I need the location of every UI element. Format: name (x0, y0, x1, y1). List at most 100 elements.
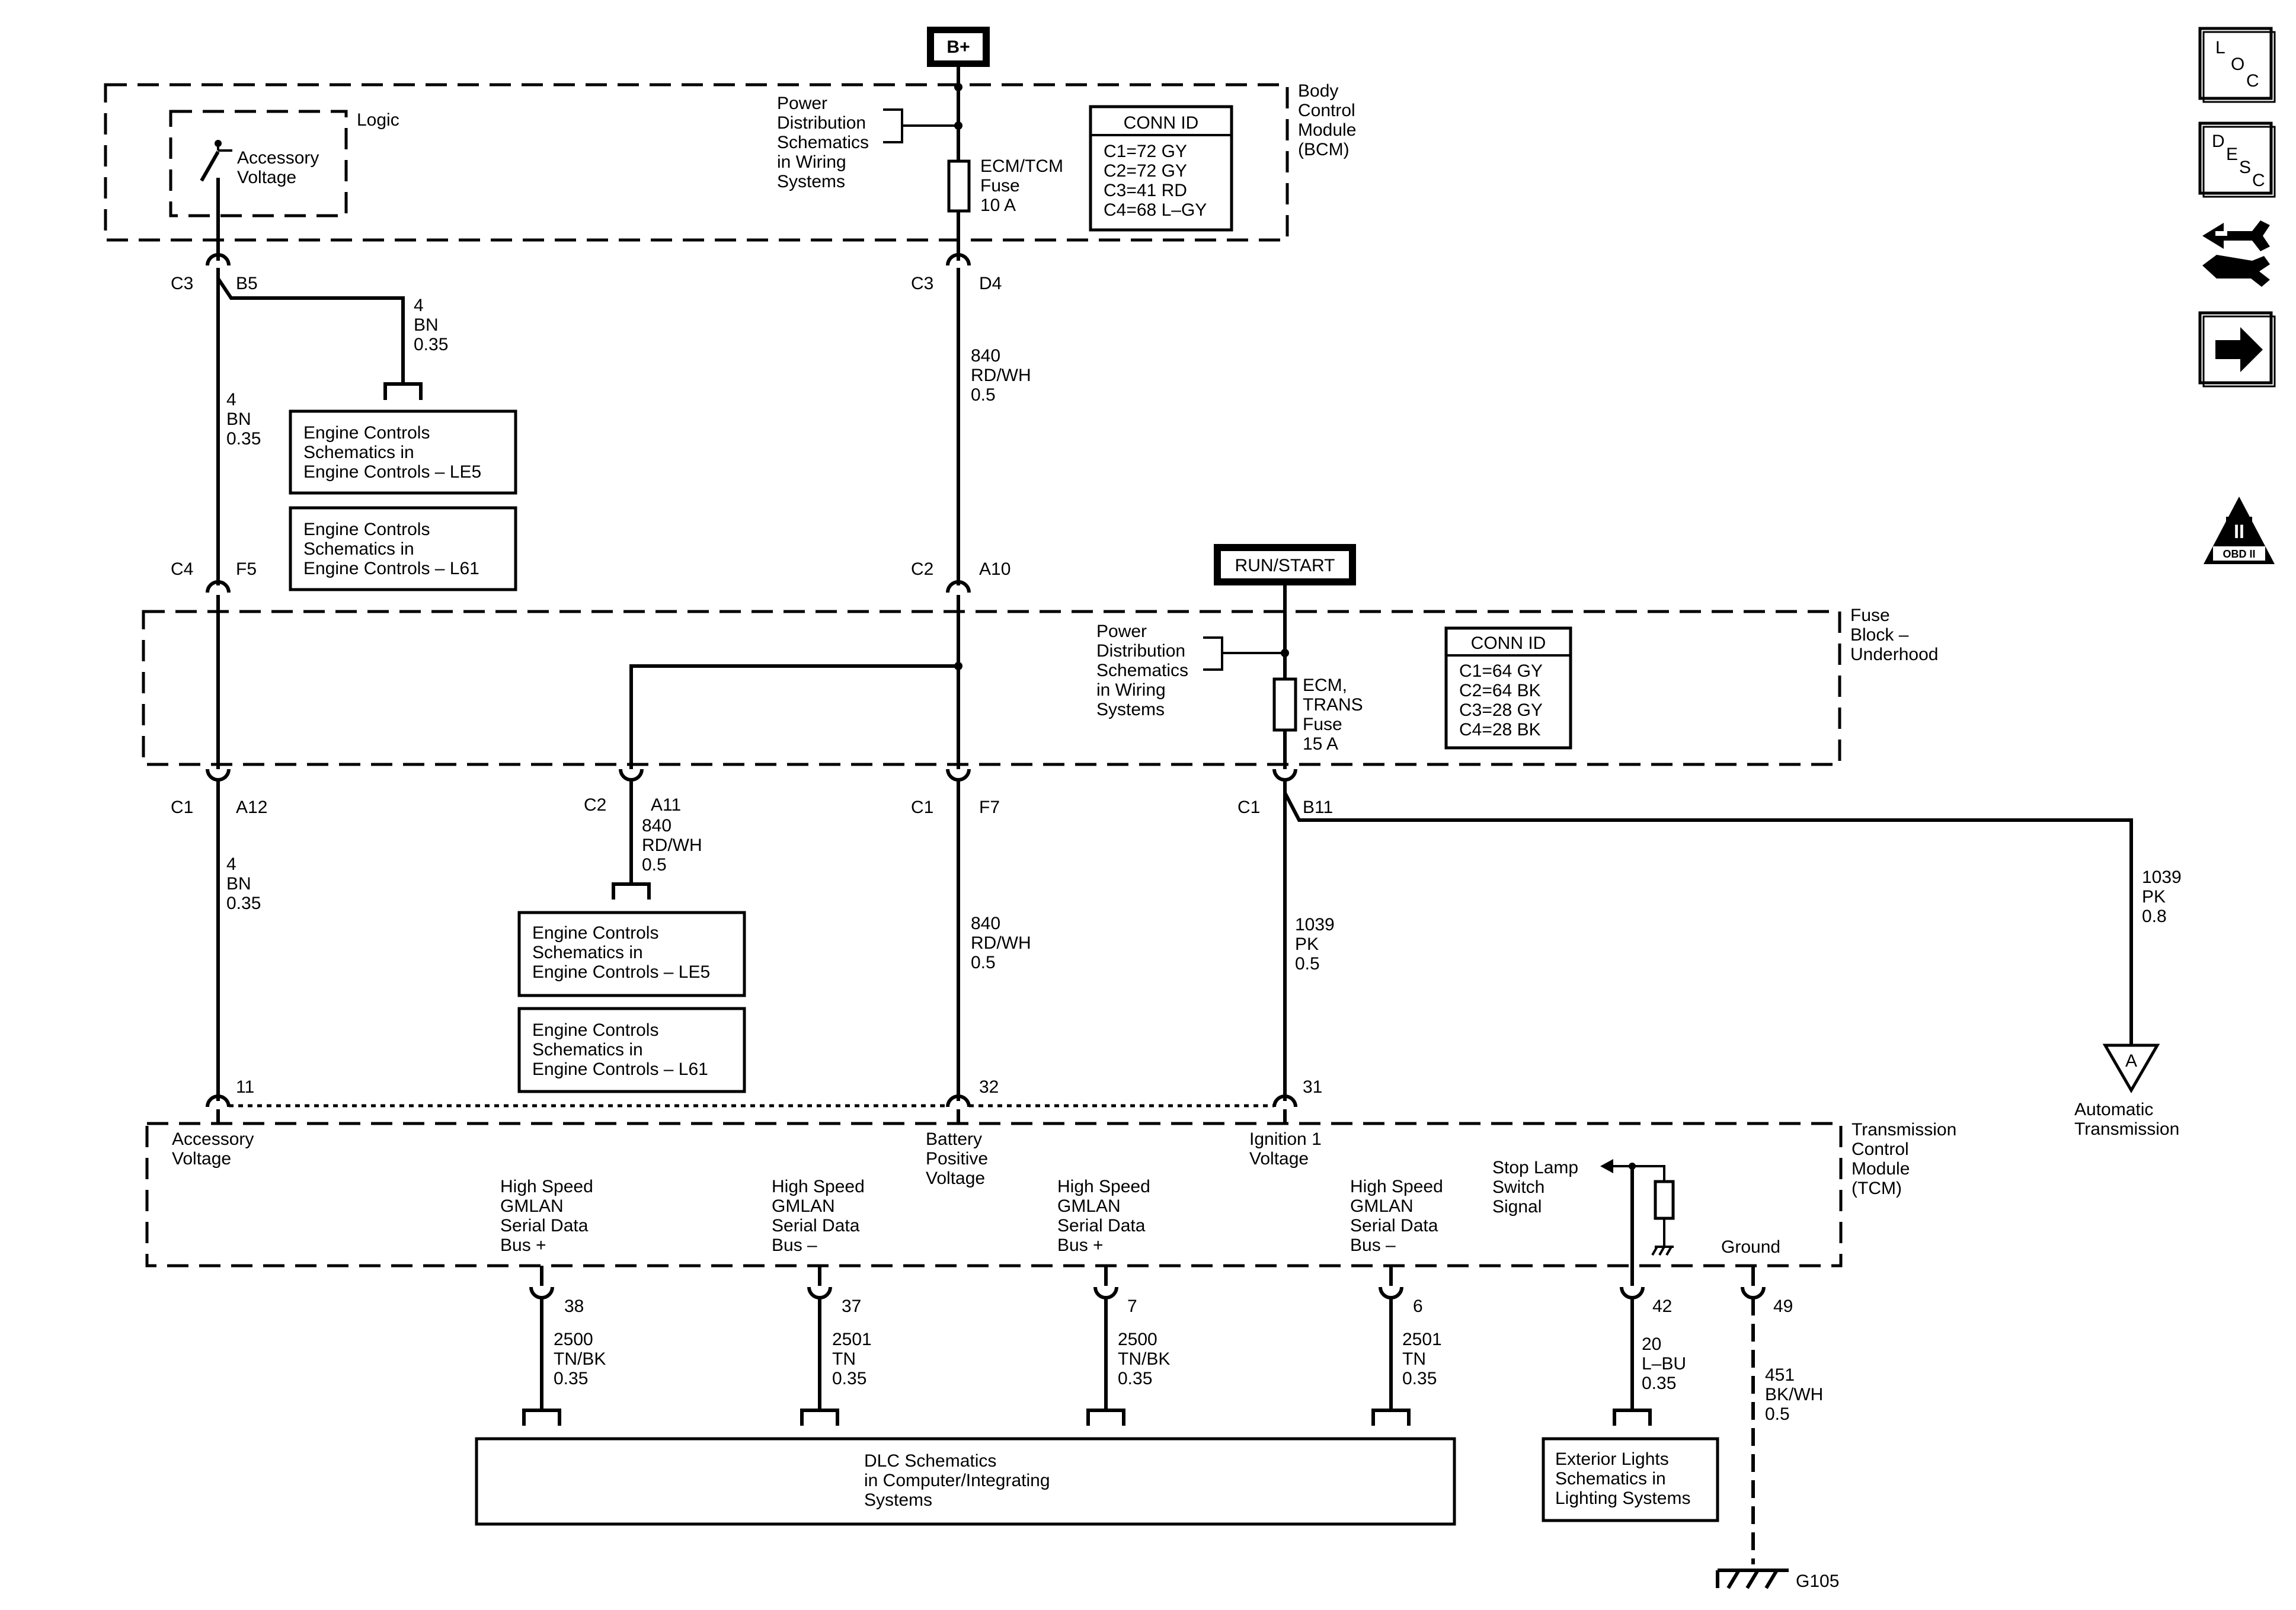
bcm-power-distribution-ref: Power Distribution Schematics in Wiring … (777, 94, 958, 191)
bcm-title-line: Module (1298, 120, 1356, 140)
svg-text:F7: F7 (979, 798, 1000, 817)
svg-text:CONN ID: CONN ID (1124, 113, 1199, 133)
svg-text:in Computer/Integrating: in Computer/Integrating (864, 1471, 1050, 1490)
wire-label: TN (1402, 1349, 1426, 1369)
connector-a-letter: A (2125, 1051, 2137, 1071)
svg-text:Schematics in: Schematics in (303, 539, 414, 559)
tcm-pin-32: 32 (979, 1077, 999, 1097)
loc-letter: C (2246, 71, 2259, 91)
svg-text:GMLAN: GMLAN (500, 1196, 564, 1216)
wire-label: 840 (642, 816, 671, 836)
bcm-title-line: (BCM) (1298, 140, 1350, 159)
loc-letter: L (2215, 38, 2225, 57)
ref-engine-controls-l61-top[interactable]: Engine Controls Schematics in Engine Con… (289, 506, 517, 591)
ref-engine-controls-l61-mid[interactable]: Engine Controls Schematics in Engine Con… (517, 1007, 746, 1093)
wire-label: 0.35 (832, 1369, 866, 1388)
b-plus-label: B+ (927, 27, 990, 67)
svg-text:C3: C3 (911, 274, 933, 293)
svg-text:42: 42 (1652, 1297, 1672, 1316)
ref-exterior-lights[interactable]: Exterior Lights Schematics in Lighting S… (1542, 1437, 1719, 1522)
svg-text:6: 6 (1413, 1297, 1423, 1316)
svg-text:A11: A11 (651, 795, 681, 815)
svg-text:Engine Controls: Engine Controls (532, 1020, 658, 1040)
svg-text:C4=68 L–GY: C4=68 L–GY (1104, 200, 1207, 220)
fb-conn-id-table: CONN ID C1=64 GY C2=64 BK C3=28 GY C4=28… (1444, 626, 1572, 750)
desc-nav-button[interactable]: D E S C (2198, 121, 2276, 198)
svg-text:Engine Controls: Engine Controls (532, 923, 658, 943)
svg-text:Bus –: Bus – (1350, 1235, 1396, 1255)
wire-label: RD/WH (971, 933, 1031, 953)
bcm-logic-label: Logic (357, 110, 399, 130)
bcm-accessory-label: Accessory (237, 148, 319, 168)
fuse-block-title: Fuse Block – Underhood (1850, 606, 1938, 664)
svg-text:C3=41 RD: C3=41 RD (1104, 181, 1187, 200)
svg-text:Engine Controls – L61: Engine Controls – L61 (303, 559, 479, 578)
svg-text:A12: A12 (236, 798, 267, 817)
diagnostic-tools-icon[interactable] (2202, 220, 2270, 287)
tcm-accessory-voltage-label: Accessory (172, 1129, 254, 1149)
wire-label: 20 (1642, 1334, 1661, 1354)
svg-text:DLC Schematics: DLC Schematics (864, 1451, 996, 1471)
desc-letter: S (2239, 158, 2251, 177)
fuse-block-outline (142, 610, 1841, 766)
fb-power-distribution-ref: Power Distribution Schematics in Wiring … (1096, 622, 1285, 719)
svg-text:Power: Power (777, 94, 827, 113)
automatic-transmission-label: Automatic (2074, 1100, 2153, 1119)
wire-label: RD/WH (642, 836, 702, 855)
wire-label: TN (832, 1349, 856, 1369)
stop-lamp-switch-signal: Stop Lamp Switch Signal (1492, 1158, 1675, 1286)
svg-text:High Speed: High Speed (1057, 1177, 1150, 1196)
loc-nav-button[interactable]: L O C (2198, 27, 2276, 103)
tcm-hs-gmlan-minus-a-label: High Speed GMLAN Serial Data Bus – (772, 1177, 865, 1255)
ref-engine-controls-le5-mid[interactable]: Engine Controls Schematics in Engine Con… (517, 911, 746, 997)
obd-ii-icon: II OBD II (2204, 497, 2275, 564)
svg-text:Schematics in: Schematics in (532, 1040, 643, 1060)
svg-text:High Speed: High Speed (1350, 1177, 1443, 1196)
ecm-trans-fuse-label: Fuse (1303, 715, 1342, 734)
ground-g105-label: G105 (1796, 1571, 1839, 1591)
connector-c1-b11: C1 B11 (1237, 769, 1333, 817)
next-arrow-button[interactable] (2198, 311, 2276, 388)
tcm-battery-voltage-label: Battery (926, 1129, 982, 1149)
run-start-text: RUN/START (1235, 556, 1335, 575)
svg-text:B5: B5 (236, 274, 258, 293)
accessory-switch-icon (200, 140, 232, 182)
wire-label: BN (414, 315, 439, 335)
svg-text:7: 7 (1127, 1297, 1137, 1316)
b-plus-text: B+ (946, 37, 970, 57)
tcm-hs-gmlan-plus-b-label: High Speed GMLAN Serial Data Bus + (1057, 1177, 1150, 1255)
svg-text:C3=28 GY: C3=28 GY (1459, 700, 1543, 720)
svg-text:Engine Controls – LE5: Engine Controls – LE5 (303, 462, 481, 482)
svg-text:Distribution: Distribution (777, 113, 866, 133)
wire-label: PK (1295, 934, 1319, 954)
tcm-ignition-voltage-label: Ignition 1 (1249, 1129, 1322, 1149)
wire-label: PK (2142, 887, 2166, 907)
connector-c1-f7: C1 F7 (911, 769, 1000, 817)
svg-text:Switch: Switch (1492, 1177, 1544, 1197)
wire-label: 840 (971, 914, 1000, 933)
svg-text:Systems: Systems (1096, 700, 1165, 719)
svg-text:C2: C2 (584, 795, 606, 815)
svg-text:Stop Lamp: Stop Lamp (1492, 1158, 1578, 1177)
bcm-title-line: Body (1298, 81, 1338, 101)
bcm-title-line: Control (1298, 101, 1355, 120)
desc-letter: E (2226, 145, 2238, 164)
svg-text:A10: A10 (979, 559, 1011, 579)
off-page-connector-a[interactable]: A (2102, 1044, 2160, 1093)
connector-bcm-c3-d4: C3 D4 (911, 253, 1002, 293)
wire-label: 0.35 (226, 429, 261, 449)
wire-label: 0.35 (554, 1369, 588, 1388)
wire-label: RD/WH (971, 366, 1031, 385)
tcm-hs-gmlan-minus-b-label: High Speed GMLAN Serial Data Bus – (1350, 1177, 1443, 1255)
ecm-tcm-fuse-label: 10 A (980, 196, 1016, 215)
wire-label: TN/BK (1118, 1349, 1170, 1369)
ref-engine-controls-le5-top[interactable]: Engine Controls Schematics in Engine Con… (289, 409, 517, 495)
svg-text:C1: C1 (911, 798, 933, 817)
ref-dlc-schematics[interactable]: DLC Schematics in Computer/Integrating S… (475, 1437, 1456, 1526)
svg-text:C1: C1 (171, 798, 193, 817)
desc-letter: C (2252, 171, 2265, 190)
svg-text:C2: C2 (911, 559, 933, 579)
wire-label: 2500 (554, 1330, 593, 1349)
tcm-accessory-voltage-label: Voltage (172, 1149, 231, 1169)
